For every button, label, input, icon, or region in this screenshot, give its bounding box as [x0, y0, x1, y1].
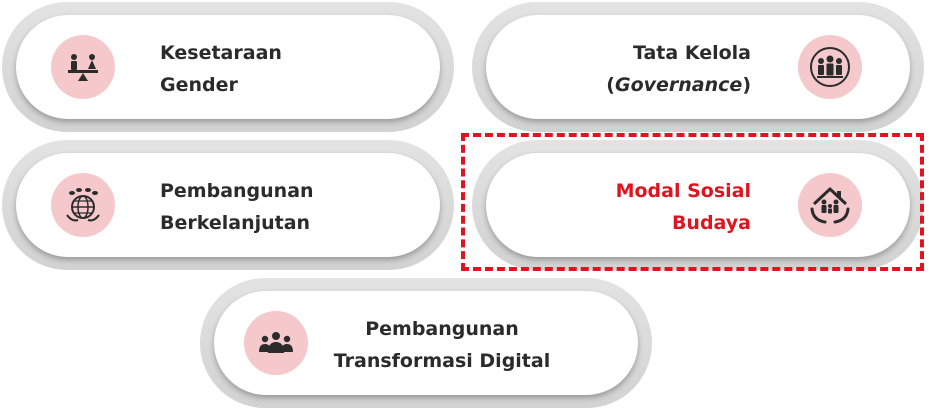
label-italic: Governance: [614, 74, 743, 96]
label-line2: Transformasi Digital: [333, 350, 551, 372]
pill-pembangunan-berkelanjutan: Pembangunan Berkelanjutan: [2, 140, 454, 270]
pill-pembangunan-transformasi-digital: Pembangunan Transformasi Digital: [200, 278, 652, 408]
pill-label: Modal Sosial Budaya: [616, 175, 751, 239]
pill-label: Pembangunan Berkelanjutan: [160, 175, 314, 239]
label-line2: Berkelanjutan: [160, 212, 311, 234]
community-people-icon: [244, 311, 308, 375]
label-line2: Gender: [160, 74, 238, 96]
house-family-hands-icon: [798, 173, 862, 237]
label-line1: Pembangunan: [365, 318, 519, 340]
pill-label: Kesetaraan Gender: [160, 37, 282, 101]
highlight-dashed-border: [461, 133, 924, 271]
label-line1: Modal Sosial: [615, 180, 751, 202]
balance-scale-icon: [51, 35, 115, 99]
label-line1: Kesetaraan: [160, 42, 282, 64]
globe-leaves-icon: [51, 173, 115, 237]
label-line1: Pembangunan: [160, 180, 314, 202]
pill-label: Pembangunan Transformasi Digital: [322, 313, 562, 377]
label-line2: Budaya: [671, 212, 751, 234]
pill-label: Tata Kelola (Governance): [606, 37, 751, 101]
pill-tata-kelola: Tata Kelola (Governance): [472, 2, 924, 132]
pill-kesetaraan-gender: Kesetaraan Gender: [2, 2, 454, 132]
label-line2: (Governance): [606, 74, 751, 96]
group-people-icon: [798, 35, 862, 99]
pill-modal-sosial-budaya: Modal Sosial Budaya: [472, 140, 924, 270]
label-line1: Tata Kelola: [632, 42, 751, 64]
